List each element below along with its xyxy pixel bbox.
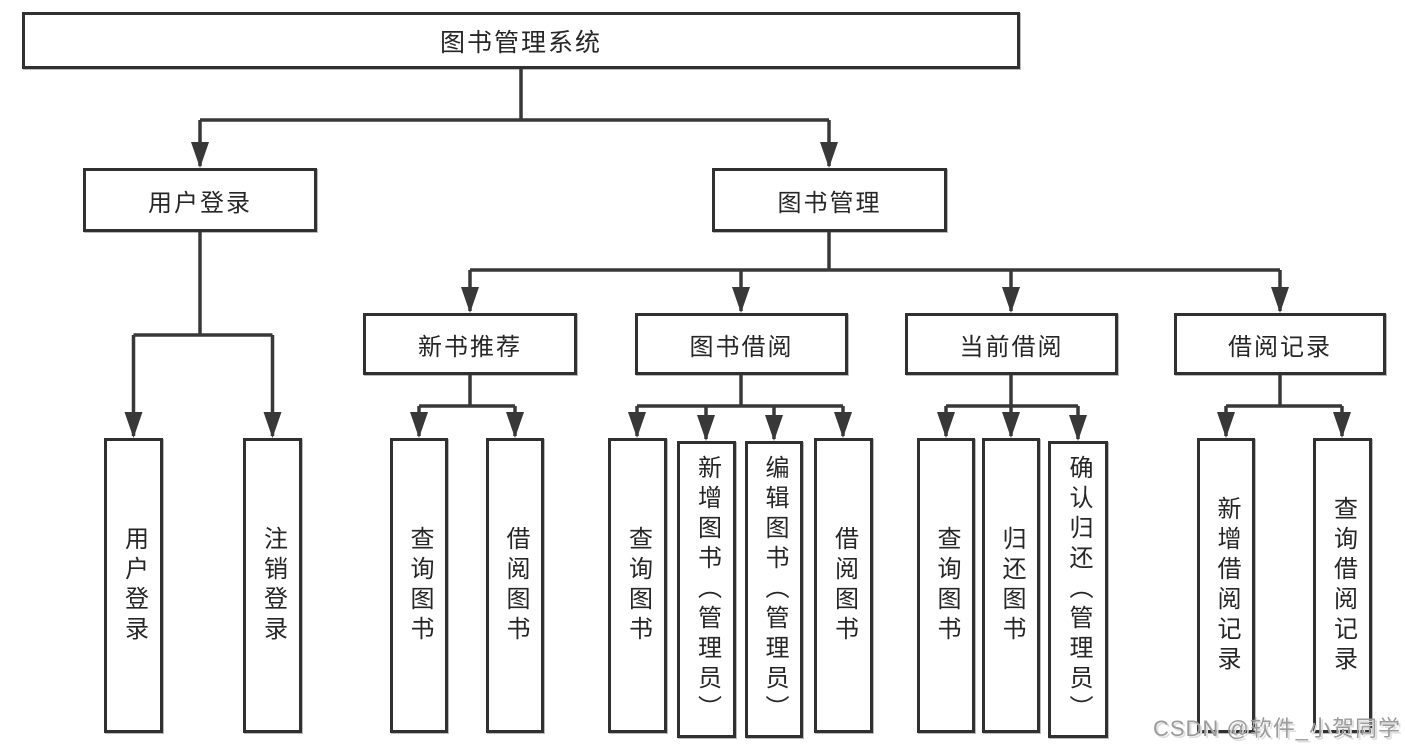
arrow-icon [1002, 412, 1020, 438]
arrow-icon [124, 412, 143, 438]
leaf-label: 借阅图书 [830, 525, 858, 646]
node-book-management-label: 图书管理 [777, 189, 882, 217]
arrow-icon [820, 142, 838, 168]
leaf-label: 归还图书 [998, 525, 1025, 646]
leaf-query-books-recommend: 查询图书 [390, 438, 448, 733]
arrow-icon [1002, 287, 1020, 313]
leaf-label: 查询图书 [624, 525, 652, 646]
node-new-book-recommend-label: 新书推荐 [418, 333, 522, 361]
leaf-label: 用户登录 [120, 525, 148, 646]
node-current-borrow-label: 当前借阅 [959, 333, 1064, 361]
leaf-borrow-books-recommend: 借阅图书 [486, 438, 544, 733]
arrow-icon [765, 415, 783, 441]
leaf-query-borrow-record: 查询借阅记录 [1313, 438, 1372, 733]
leaf-confirm-return-admin: 确认归还（管理员） [1048, 441, 1108, 738]
arrow-icon [937, 412, 955, 438]
arrowheads [124, 142, 1351, 441]
connector-user-login [131, 232, 275, 436]
arrow-icon [834, 412, 852, 438]
arrow-icon [1069, 415, 1087, 441]
leaf-label: 注销登录 [259, 525, 287, 646]
leaf-label: 确认归还（管理员） [1065, 454, 1092, 725]
connector-root [198, 69, 831, 166]
node-borrow-records: 借阅记录 [1174, 313, 1386, 375]
node-root: 图书管理系统 [22, 12, 1020, 69]
leaf-edit-book-admin: 编辑图书（管理员） [745, 441, 803, 738]
node-user-login-label: 用户登录 [148, 189, 252, 217]
connector-book-borrow [635, 375, 845, 439]
leaf-return-book: 归还图书 [982, 438, 1040, 733]
node-book-management: 图书管理 [712, 168, 947, 232]
arrow-icon [697, 415, 715, 441]
leaf-label: 查询图书 [933, 525, 960, 646]
arrow-icon [1271, 287, 1289, 313]
leaf-label: 查询图书 [406, 525, 433, 646]
arrow-icon [1333, 412, 1351, 438]
leaf-logout: 注销登录 [243, 438, 302, 733]
arrow-icon [732, 287, 750, 313]
leaf-label: 新增图书（管理员） [693, 454, 721, 725]
leaf-user-login: 用户登录 [104, 438, 163, 733]
node-root-label: 图书管理系统 [439, 28, 602, 57]
node-book-borrow: 图书借阅 [635, 313, 848, 375]
connector-book-management [468, 232, 1282, 311]
arrow-icon [506, 412, 524, 438]
leaf-query-books-borrow: 查询图书 [608, 438, 667, 733]
arrow-icon [1217, 412, 1235, 438]
leaf-label: 新增借阅记录 [1213, 495, 1240, 676]
leaf-label: 编辑图书（管理员） [761, 454, 788, 725]
arrow-icon [461, 287, 479, 313]
connector-new-book [417, 375, 517, 436]
node-book-borrow-label: 图书借阅 [689, 333, 794, 361]
leaf-add-borrow-record: 新增借阅记录 [1197, 438, 1255, 733]
leaf-label: 查询借阅记录 [1329, 495, 1357, 676]
arrow-icon [263, 412, 282, 438]
leaf-borrow-books-borrow: 借阅图书 [814, 438, 873, 733]
arrow-icon [628, 412, 646, 438]
arrow-icon [410, 412, 428, 438]
node-borrow-records-label: 借阅记录 [1228, 333, 1332, 361]
leaf-label: 借阅图书 [502, 525, 529, 646]
node-current-borrow: 当前借阅 [905, 313, 1118, 375]
connector-borrow-records [1224, 375, 1344, 436]
leaf-query-books-current: 查询图书 [917, 438, 975, 733]
watermark: CSDN @软件_小贺同学 [1152, 716, 1401, 741]
leaf-add-book-admin: 新增图书（管理员） [677, 441, 736, 738]
arrow-icon [191, 142, 209, 168]
node-new-book-recommend: 新书推荐 [363, 313, 577, 375]
node-user-login: 用户登录 [83, 168, 317, 232]
